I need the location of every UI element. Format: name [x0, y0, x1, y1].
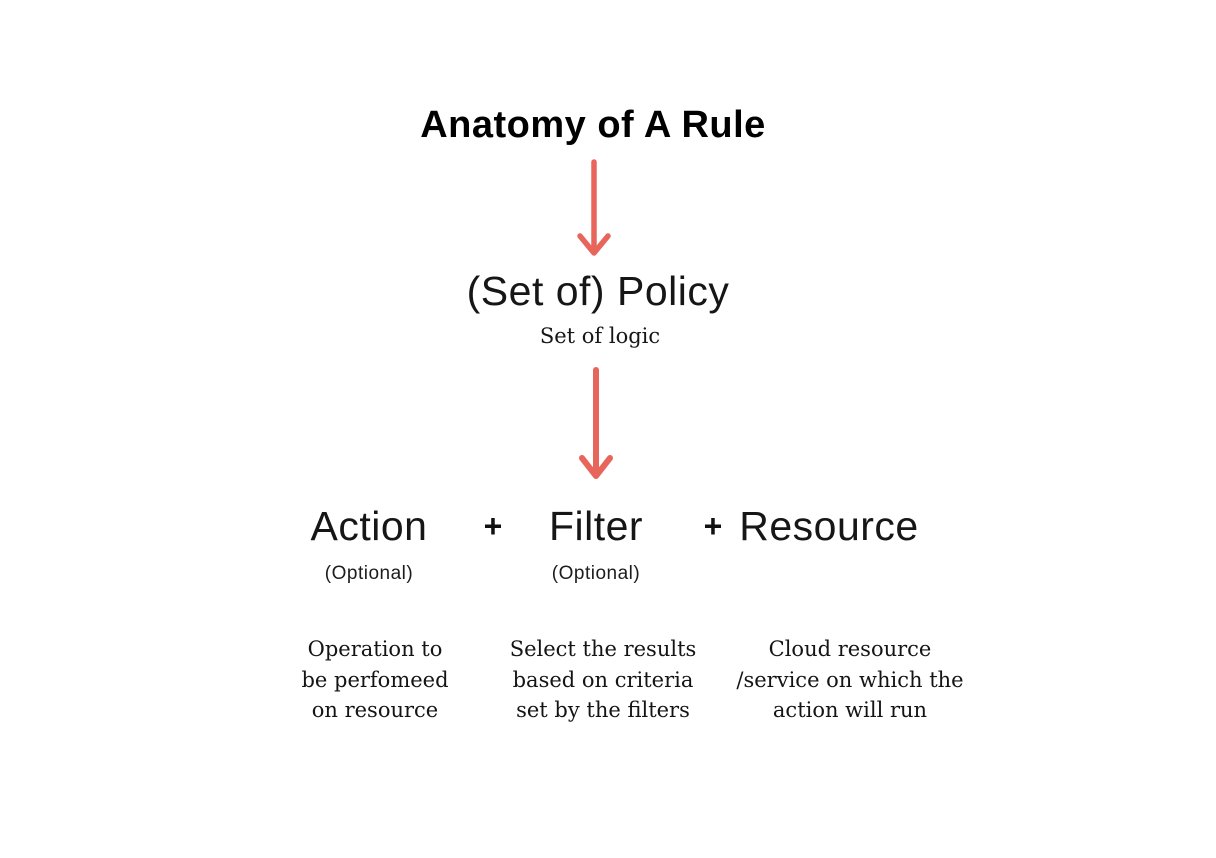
- policy-subheading: Set of logic: [539, 324, 661, 348]
- plus-sign: +: [483, 508, 503, 544]
- action-description: Operation to be perfomeed on resource: [301, 637, 449, 722]
- action-label: Action: [310, 503, 428, 549]
- arrow-head: [579, 455, 613, 479]
- arrow-head: [577, 233, 611, 256]
- filter-optional-label: (Optional): [551, 563, 641, 584]
- resource-label: Resource: [739, 503, 919, 549]
- policy-heading: (Set of) Policy: [466, 268, 730, 314]
- resource-description: Cloud resource /service on which the act…: [736, 637, 964, 722]
- filter-label: Filter: [548, 503, 644, 549]
- filter-description: Select the results based on criteria set…: [509, 637, 697, 722]
- arrow-down-icon: [579, 367, 613, 479]
- plus-sign: +: [703, 508, 723, 544]
- action-optional-label: (Optional): [324, 563, 414, 584]
- page-title: Anatomy of A Rule: [420, 104, 766, 146]
- arrow-down-icon: [577, 159, 611, 256]
